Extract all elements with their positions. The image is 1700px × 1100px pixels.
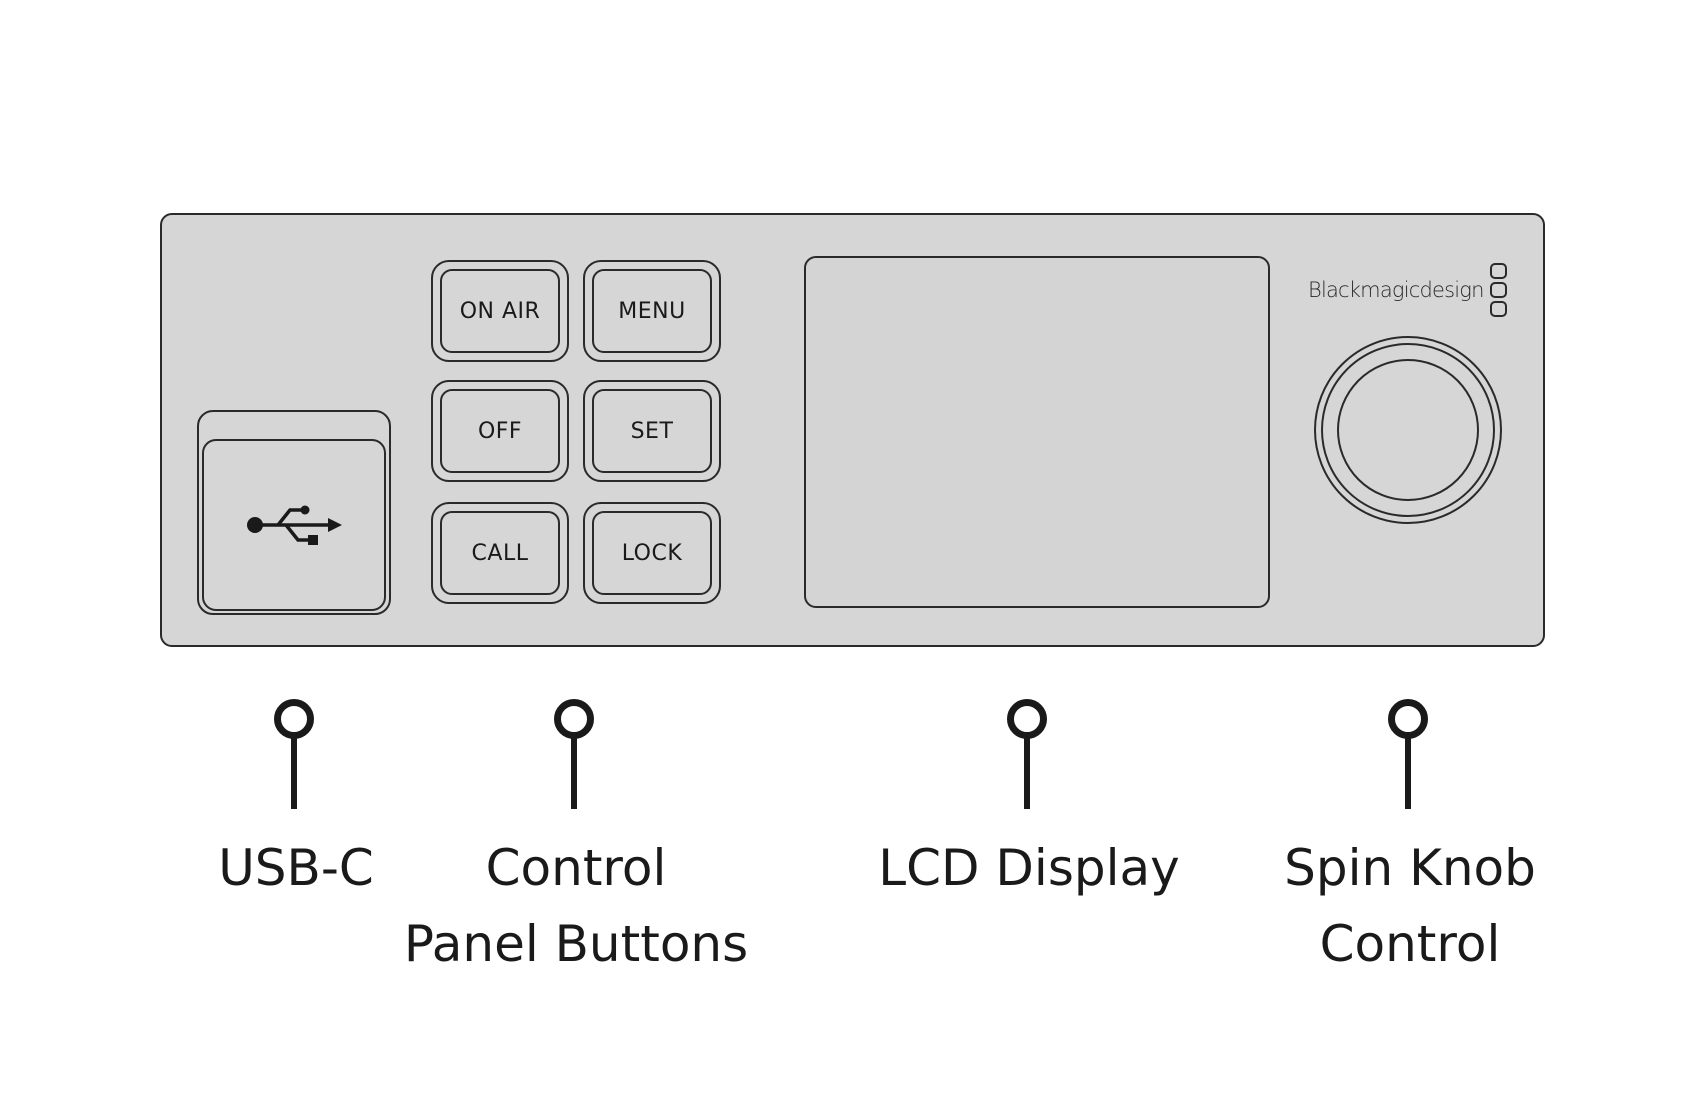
usb-c-port-housing <box>197 410 391 615</box>
label-spin-knob-control: Spin Knob Control <box>1284 830 1536 982</box>
pin-stem <box>1024 737 1030 809</box>
call-button[interactable]: CALL <box>431 502 569 604</box>
spin-knob-cap <box>1337 359 1479 501</box>
label-line: USB-C <box>218 839 374 897</box>
label-control-panel-buttons: Control Panel Buttons <box>404 830 748 982</box>
usb-icon <box>246 502 342 548</box>
pin-stem <box>1405 737 1411 809</box>
lcd-display-screen <box>804 256 1270 608</box>
label-usb-c: USB-C <box>218 830 374 906</box>
lock-button[interactable]: LOCK <box>583 502 721 604</box>
pin-icon <box>1388 699 1428 739</box>
pin-icon <box>1007 699 1047 739</box>
brand-name: Blackmagicdesign <box>1308 278 1484 302</box>
label-line: Panel Buttons <box>403 915 749 973</box>
label-line: Spin Knob <box>1284 839 1536 897</box>
label-line: LCD Display <box>878 839 1180 897</box>
on-air-button[interactable]: ON AIR <box>431 260 569 362</box>
label-line: Control <box>1319 915 1501 973</box>
usb-c-port[interactable] <box>202 439 386 611</box>
off-button-label: OFF <box>440 389 560 473</box>
lock-button-label: LOCK <box>592 511 712 595</box>
menu-button[interactable]: MENU <box>583 260 721 362</box>
brand-logo: Blackmagicdesign <box>1308 257 1507 323</box>
pin-stem <box>571 737 577 809</box>
set-button[interactable]: SET <box>583 380 721 482</box>
set-button-label: SET <box>592 389 712 473</box>
spin-knob[interactable] <box>1314 336 1502 524</box>
pin-icon <box>554 699 594 739</box>
off-button[interactable]: OFF <box>431 380 569 482</box>
pin-icon <box>274 699 314 739</box>
spin-knob-ring <box>1321 343 1495 517</box>
menu-button-label: MENU <box>592 269 712 353</box>
call-button-label: CALL <box>440 511 560 595</box>
pin-stem <box>291 737 297 809</box>
on-air-button-label: ON AIR <box>440 269 560 353</box>
label-lcd-display: LCD Display <box>878 830 1179 906</box>
label-line: Control <box>485 839 667 897</box>
device-front-panel: ON AIR MENU OFF SET CALL LOCK Blackmagic… <box>160 213 1545 647</box>
brand-mark-icon <box>1489 263 1507 317</box>
